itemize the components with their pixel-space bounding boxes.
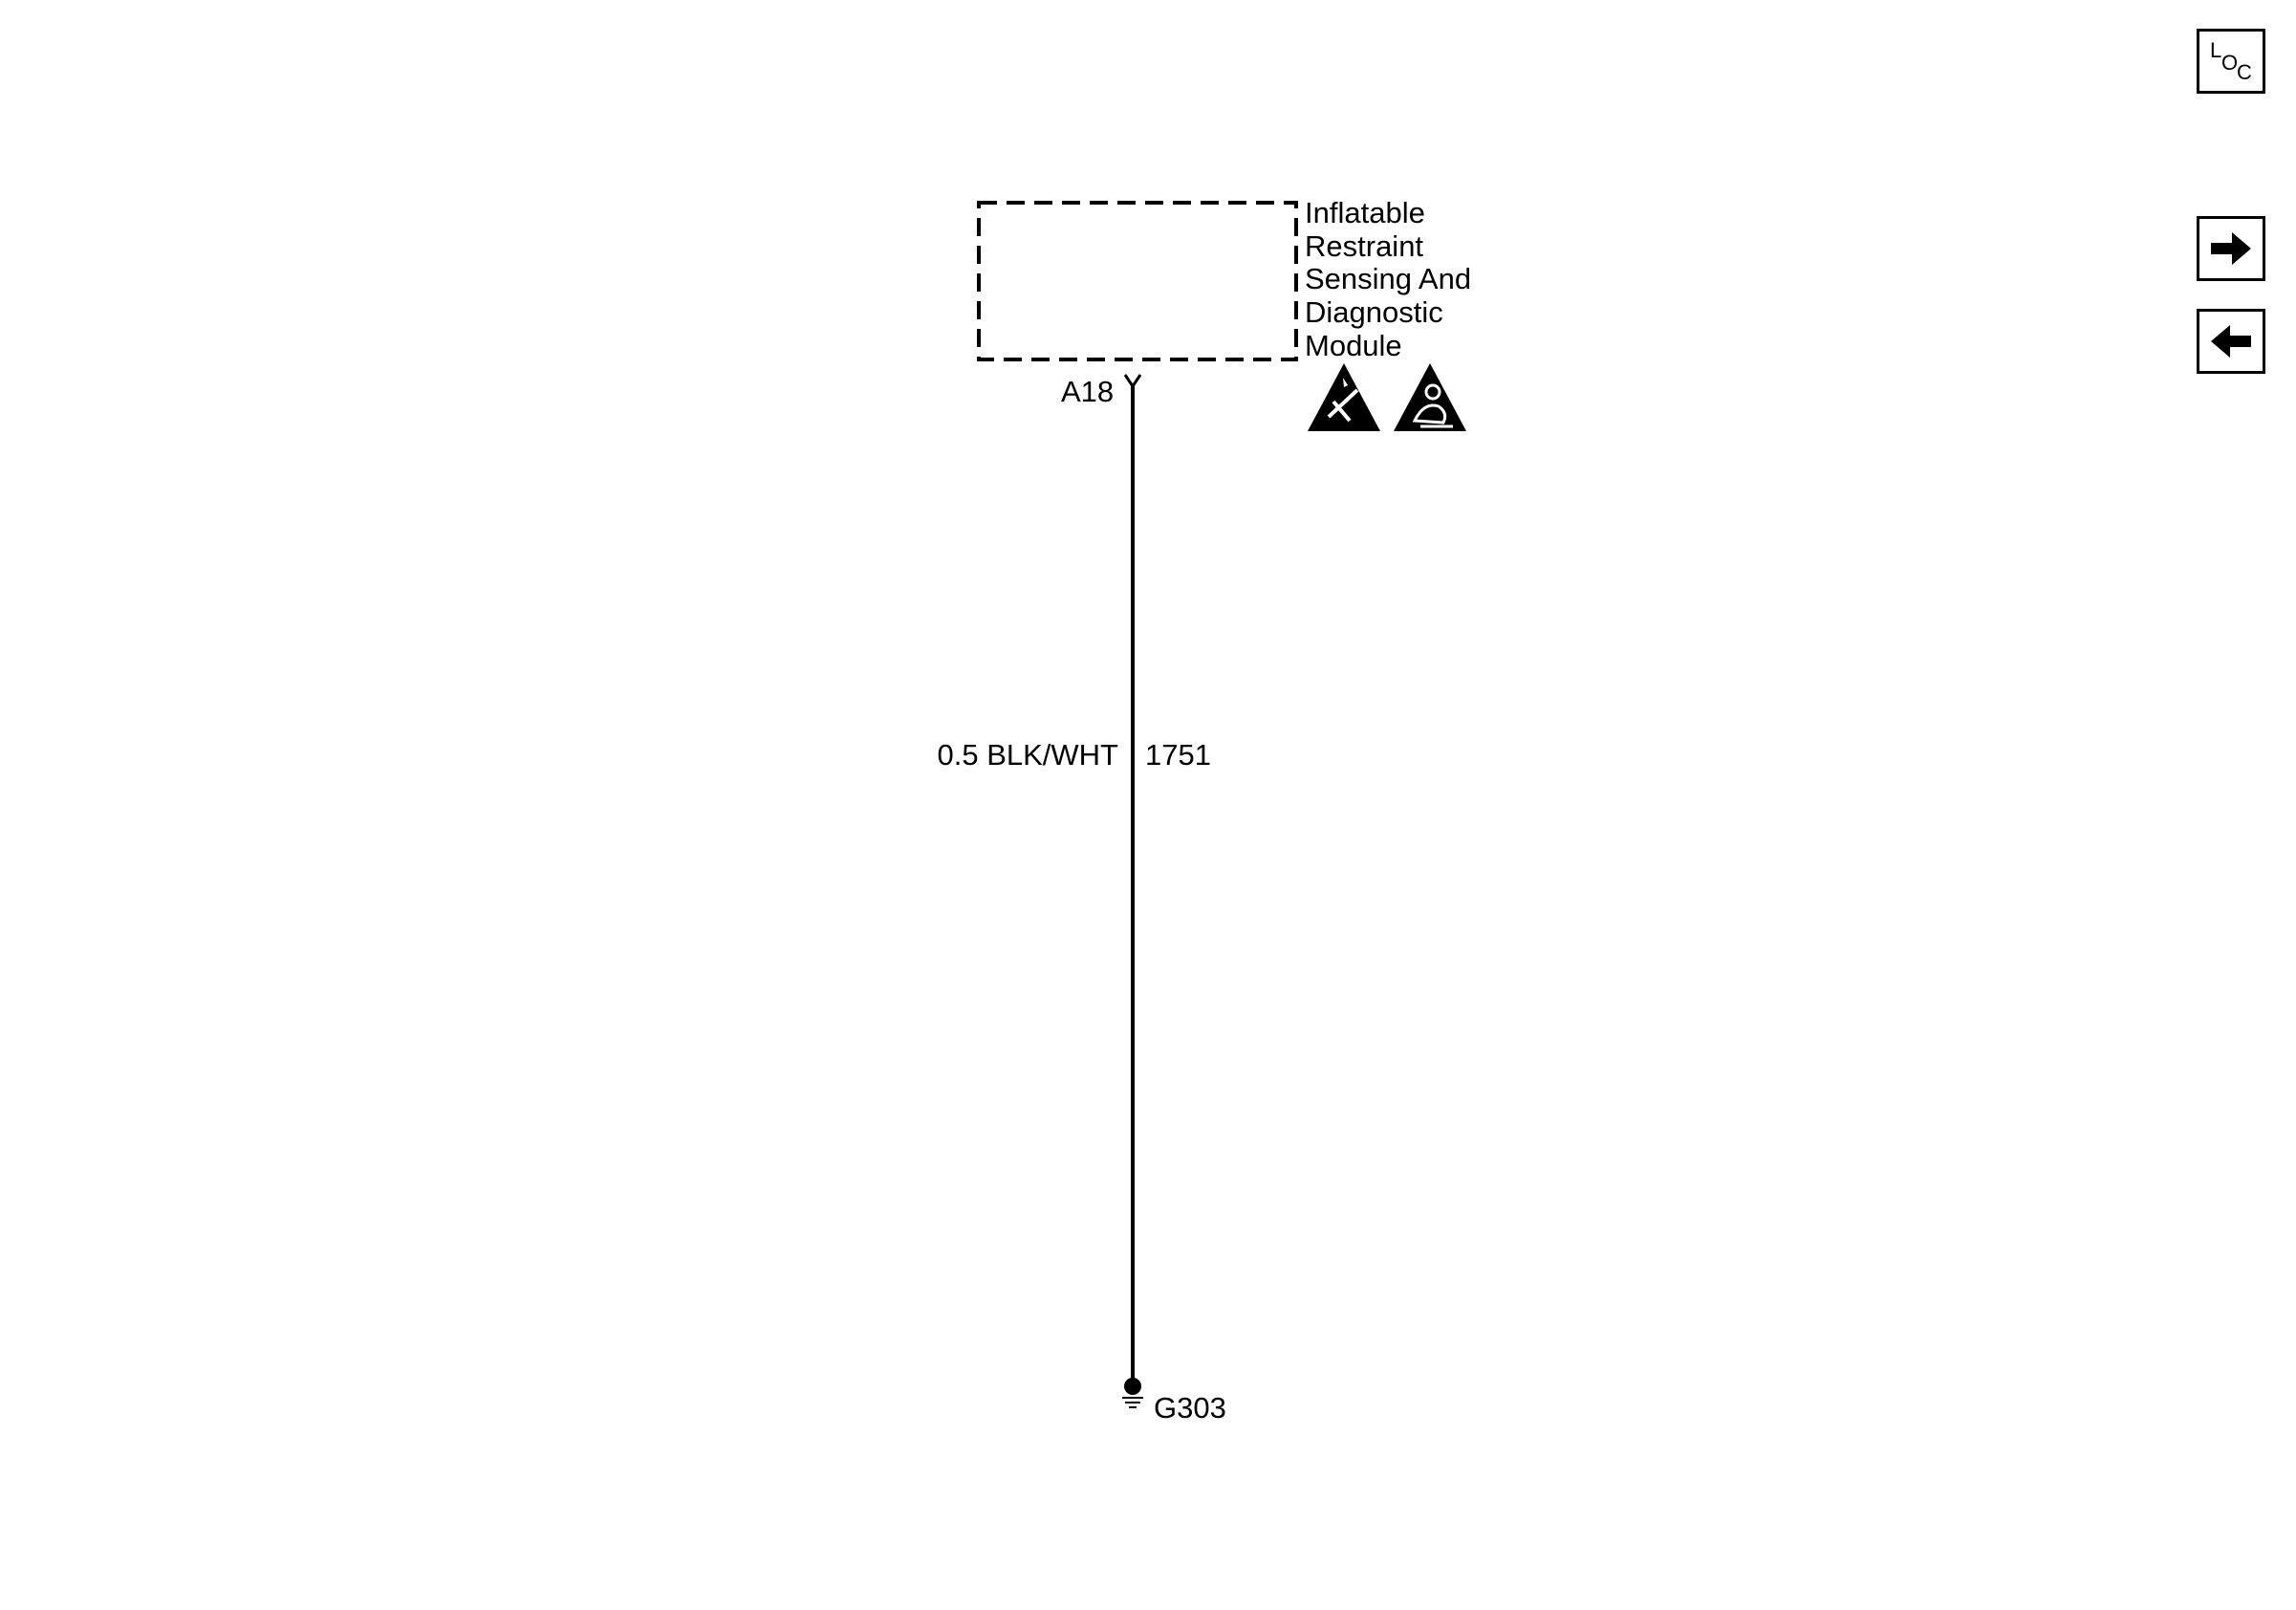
loc-letter-o: O [2221,51,2239,75]
component-label-line: Inflatable [1305,196,1425,229]
component-label: Inflatable Restraint Sensing And Diagnos… [1305,196,1480,362]
component-label-line: Sensing And [1305,262,1471,295]
ground-label: G303 [1154,1391,1226,1425]
wire-spec-label: 0.5 BLK/WHT [938,738,1119,772]
location-button[interactable]: L O C [2197,29,2265,94]
component-label-line: Diagnostic [1305,295,1443,329]
loc-letter-l: L [2210,38,2222,62]
component-label-line: Module [1305,329,1402,362]
connector-label: A18 [1061,375,1114,408]
ground-symbol [1122,1378,1143,1408]
next-page-button[interactable] [2197,216,2265,281]
previous-page-button[interactable] [2197,309,2265,374]
circuit-number-label: 1751 [1145,738,1211,772]
component-box [977,201,1298,361]
esd-warning-icon [1308,363,1380,431]
arrow-left-icon [2211,325,2251,358]
arrow-right-icon [2211,232,2251,265]
airbag-warning-icon [1394,363,1466,431]
component-label-line: Restraint [1305,229,1423,263]
loc-letter-c: C [2237,60,2252,84]
